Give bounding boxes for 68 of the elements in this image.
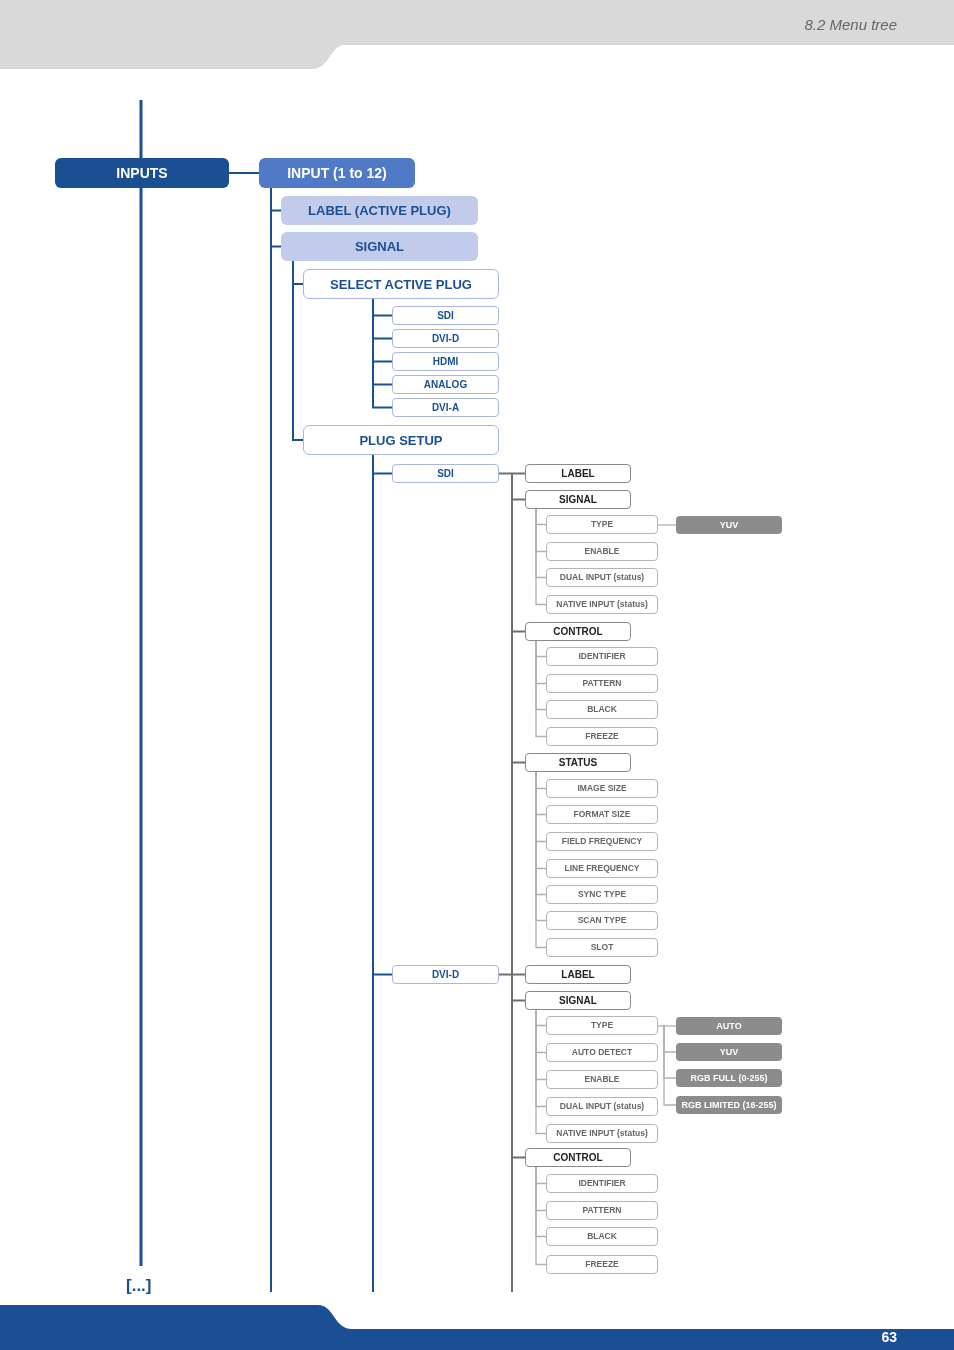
- menu-box: CONTROL: [525, 1148, 631, 1167]
- connector-line: [270, 187, 282, 248]
- connector-line: [511, 472, 526, 764]
- menu-item-box: DUAL INPUT (status): [546, 568, 658, 587]
- connector-line: [535, 508, 547, 606]
- menu-box: INPUTS: [55, 158, 229, 188]
- section-title: 8.2 Menu tree: [804, 15, 897, 35]
- menu-item-box: FIELD FREQUENCY: [546, 832, 658, 851]
- menu-box: SELECT ACTIVE PLUG: [303, 269, 499, 299]
- menu-item-box: SLOT: [546, 938, 658, 957]
- menu-item-box: SYNC TYPE: [546, 885, 658, 904]
- option-box: AUTO: [676, 1017, 782, 1035]
- connector-line: [498, 973, 526, 976]
- connector-line: [657, 524, 677, 526]
- menu-box: PLUG SETUP: [303, 425, 499, 455]
- continuation-mark: [...]: [126, 1275, 152, 1297]
- menu-item-box: TYPE: [546, 1016, 658, 1035]
- page-number: 63: [881, 1330, 897, 1344]
- menu-item-box: IDENTIFIER: [546, 1174, 658, 1193]
- menu-item-box: BLACK: [546, 700, 658, 719]
- menu-item-box: NATIVE INPUT (status): [546, 1124, 658, 1143]
- connector-line: [535, 640, 547, 738]
- connector-line: [511, 973, 526, 1159]
- menu-item-box: BLACK: [546, 1227, 658, 1246]
- option-box: RGB LIMITED (16-255): [676, 1096, 782, 1114]
- option-box: YUV: [676, 1043, 782, 1061]
- menu-item-box: NATIVE INPUT (status): [546, 595, 658, 614]
- menu-item-box: LINE FREQUENCY: [546, 859, 658, 878]
- menu-box: STATUS: [525, 753, 631, 772]
- connector-line: [657, 1025, 677, 1027]
- menu-item-box: TYPE: [546, 515, 658, 534]
- menu-box: LABEL: [525, 464, 631, 483]
- connector-line: [372, 298, 393, 409]
- menu-item-box: ENABLE: [546, 1070, 658, 1089]
- menu-box: SIGNAL: [525, 490, 631, 509]
- menu-item-box: PATTERN: [546, 1201, 658, 1220]
- menu-box: HDMI: [392, 352, 499, 371]
- menu-item-box: FREEZE: [546, 1255, 658, 1274]
- menu-item-box: FREEZE: [546, 727, 658, 746]
- menu-box: INPUT (1 to 12): [259, 158, 415, 188]
- menu-box: DVI-A: [392, 398, 499, 417]
- connector-line: [498, 472, 526, 475]
- menu-item-box: AUTO DETECT: [546, 1043, 658, 1062]
- menu-box: LABEL (ACTIVE PLUG): [281, 196, 478, 225]
- menu-box: CONTROL: [525, 622, 631, 641]
- option-box: YUV: [676, 516, 782, 534]
- connector-line: [535, 1009, 547, 1135]
- menu-box: DVI-D: [392, 965, 499, 984]
- menu-box: SDI: [392, 464, 499, 483]
- menu-box: SDI: [392, 306, 499, 325]
- menu-box: SIGNAL: [525, 991, 631, 1010]
- menu-box: ANALOG: [392, 375, 499, 394]
- menu-item-box: IMAGE SIZE: [546, 779, 658, 798]
- menu-item-box: PATTERN: [546, 674, 658, 693]
- connector-line: [663, 1024, 677, 1106]
- connector-line: [228, 172, 260, 174]
- menu-box: DVI-D: [392, 329, 499, 348]
- menu-item-box: IDENTIFIER: [546, 647, 658, 666]
- connector-line: [535, 1166, 547, 1266]
- menu-item-box: DUAL INPUT (status): [546, 1097, 658, 1116]
- connector-line: [535, 771, 547, 949]
- connector-line: [292, 260, 304, 441]
- option-box: RGB FULL (0-255): [676, 1069, 782, 1087]
- menu-box: LABEL: [525, 965, 631, 984]
- menu-item-box: FORMAT SIZE: [546, 805, 658, 824]
- menu-item-box: SCAN TYPE: [546, 911, 658, 930]
- menu-item-box: ENABLE: [546, 542, 658, 561]
- menu-box: SIGNAL: [281, 232, 478, 261]
